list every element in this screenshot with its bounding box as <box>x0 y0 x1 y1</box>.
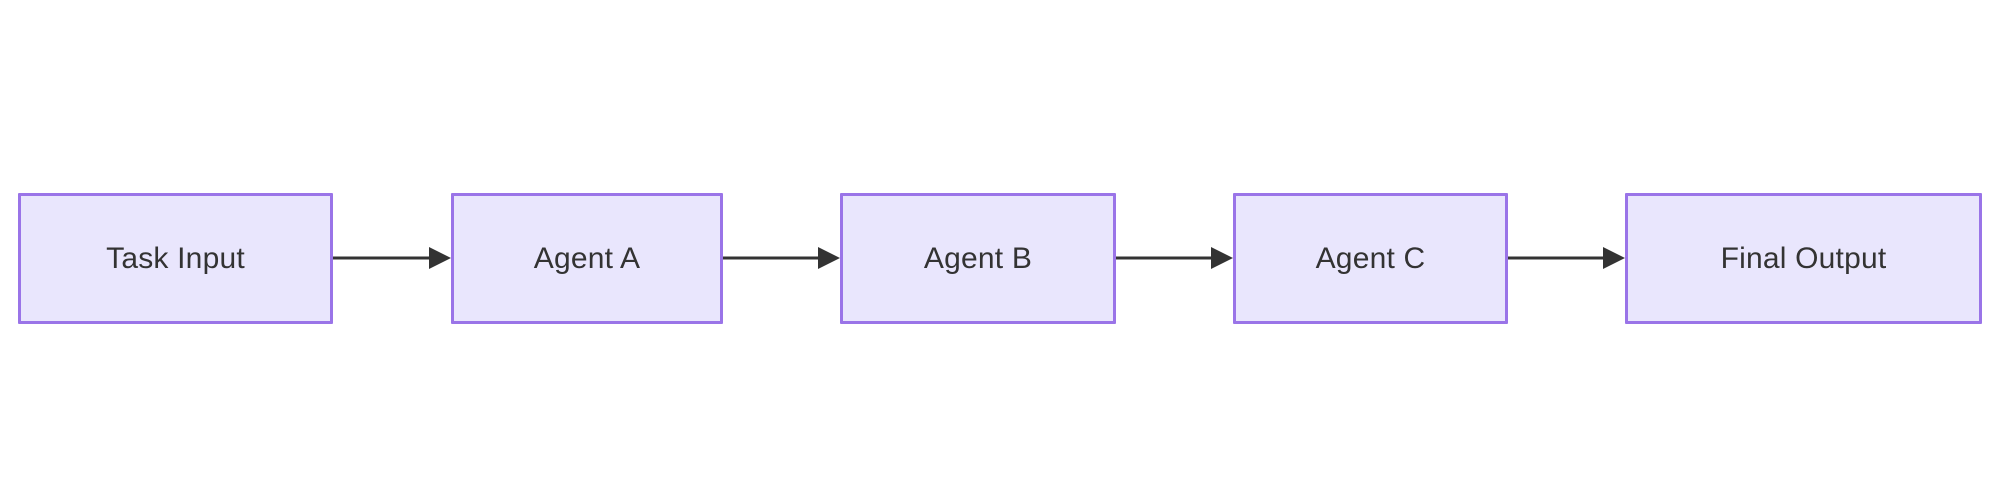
node-label: Agent A <box>533 241 641 275</box>
arrowhead-icon <box>429 247 451 269</box>
arrowhead-icon <box>818 247 840 269</box>
node-label: Task Input <box>106 241 245 275</box>
node-agent-b[interactable]: Agent B <box>840 193 1116 324</box>
node-label: Agent C <box>1315 241 1426 275</box>
node-task-input[interactable]: Task Input <box>18 193 333 324</box>
node-agent-a[interactable]: Agent A <box>451 193 723 324</box>
node-label: Final Output <box>1720 241 1887 275</box>
arrowhead-icon <box>1211 247 1233 269</box>
arrowhead-icon <box>1603 247 1625 269</box>
node-final-output[interactable]: Final Output <box>1625 193 1982 324</box>
node-agent-c[interactable]: Agent C <box>1233 193 1508 324</box>
node-label: Agent B <box>923 241 1033 275</box>
